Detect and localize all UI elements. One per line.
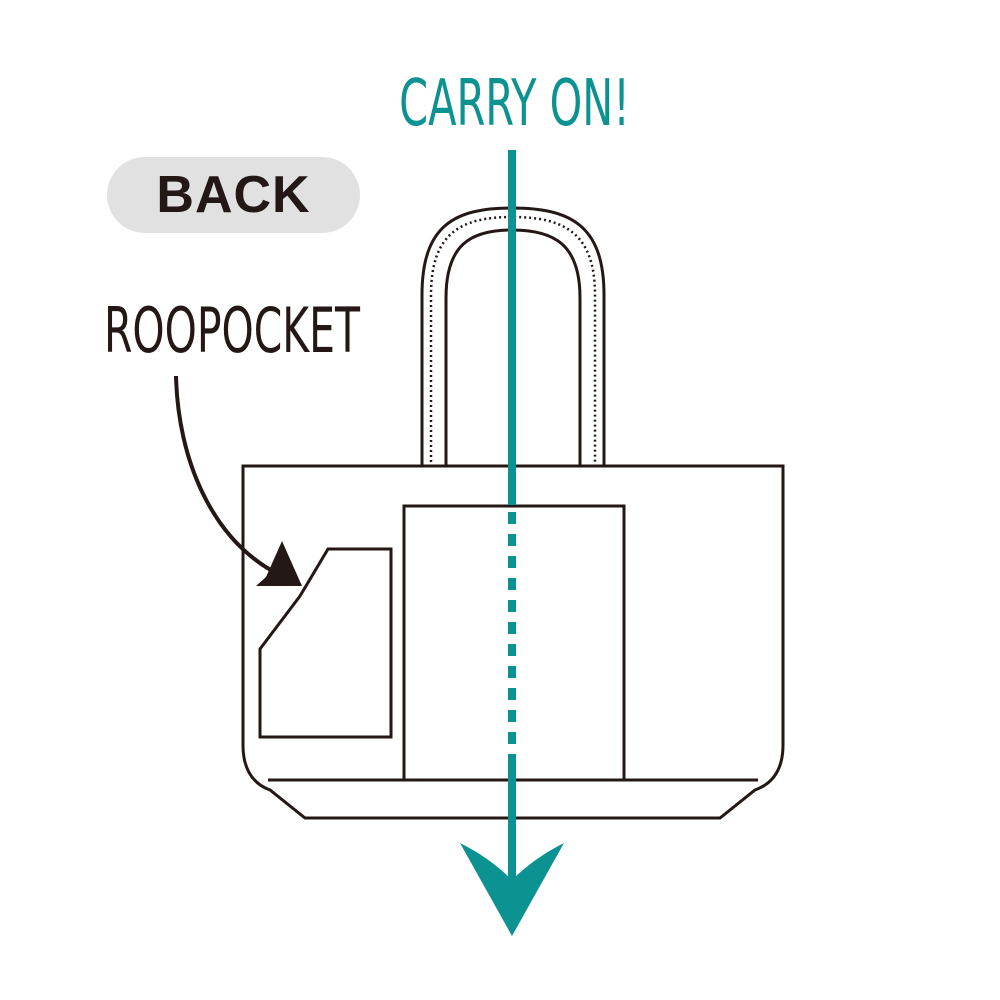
main-pocket	[402, 504, 626, 782]
pocket-label: ROOPOCKET	[104, 294, 360, 367]
pointer-arrowhead	[256, 541, 302, 586]
carry-on-arrow	[460, 150, 564, 936]
handle-stitching	[429, 215, 597, 467]
pointer-arrow-line	[174, 375, 279, 576]
back-label: BACK	[156, 166, 311, 224]
carry-on-label: CARRY ON!	[399, 67, 630, 141]
pocket-pointer-arrow	[174, 375, 302, 586]
back-badge: BACK	[107, 157, 360, 233]
carry-arrowhead	[460, 843, 564, 936]
roo-pocket	[258, 547, 393, 739]
